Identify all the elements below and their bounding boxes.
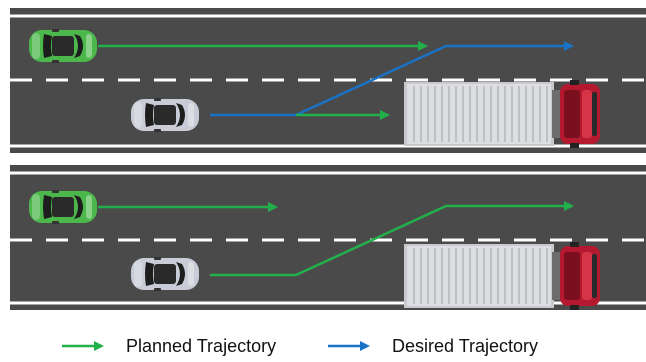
legend-desired: Desired Trajectory: [328, 334, 538, 358]
truck-bottom: [404, 242, 601, 310]
truck-top: [404, 80, 601, 148]
desired-trajectory-silver-car-top: [210, 41, 574, 117]
legend-desired-label: Desired Trajectory: [392, 335, 539, 356]
legend-planned: Planned Trajectory: [62, 334, 276, 358]
scenario-top: [10, 8, 646, 153]
green-car-top: [29, 29, 97, 63]
desired-arrow-icon: [328, 341, 370, 351]
silver-car-bottom: [131, 257, 199, 291]
silver-car-top: [131, 98, 199, 132]
traffic-scene: [10, 8, 646, 310]
planned-trajectory-silver-car-bottom: [210, 201, 574, 277]
legend-planned-label: Planned Trajectory: [126, 335, 277, 356]
scenario-bottom: [10, 165, 646, 310]
planned-arrow-icon: [62, 341, 104, 351]
green-car-bottom: [29, 190, 97, 224]
